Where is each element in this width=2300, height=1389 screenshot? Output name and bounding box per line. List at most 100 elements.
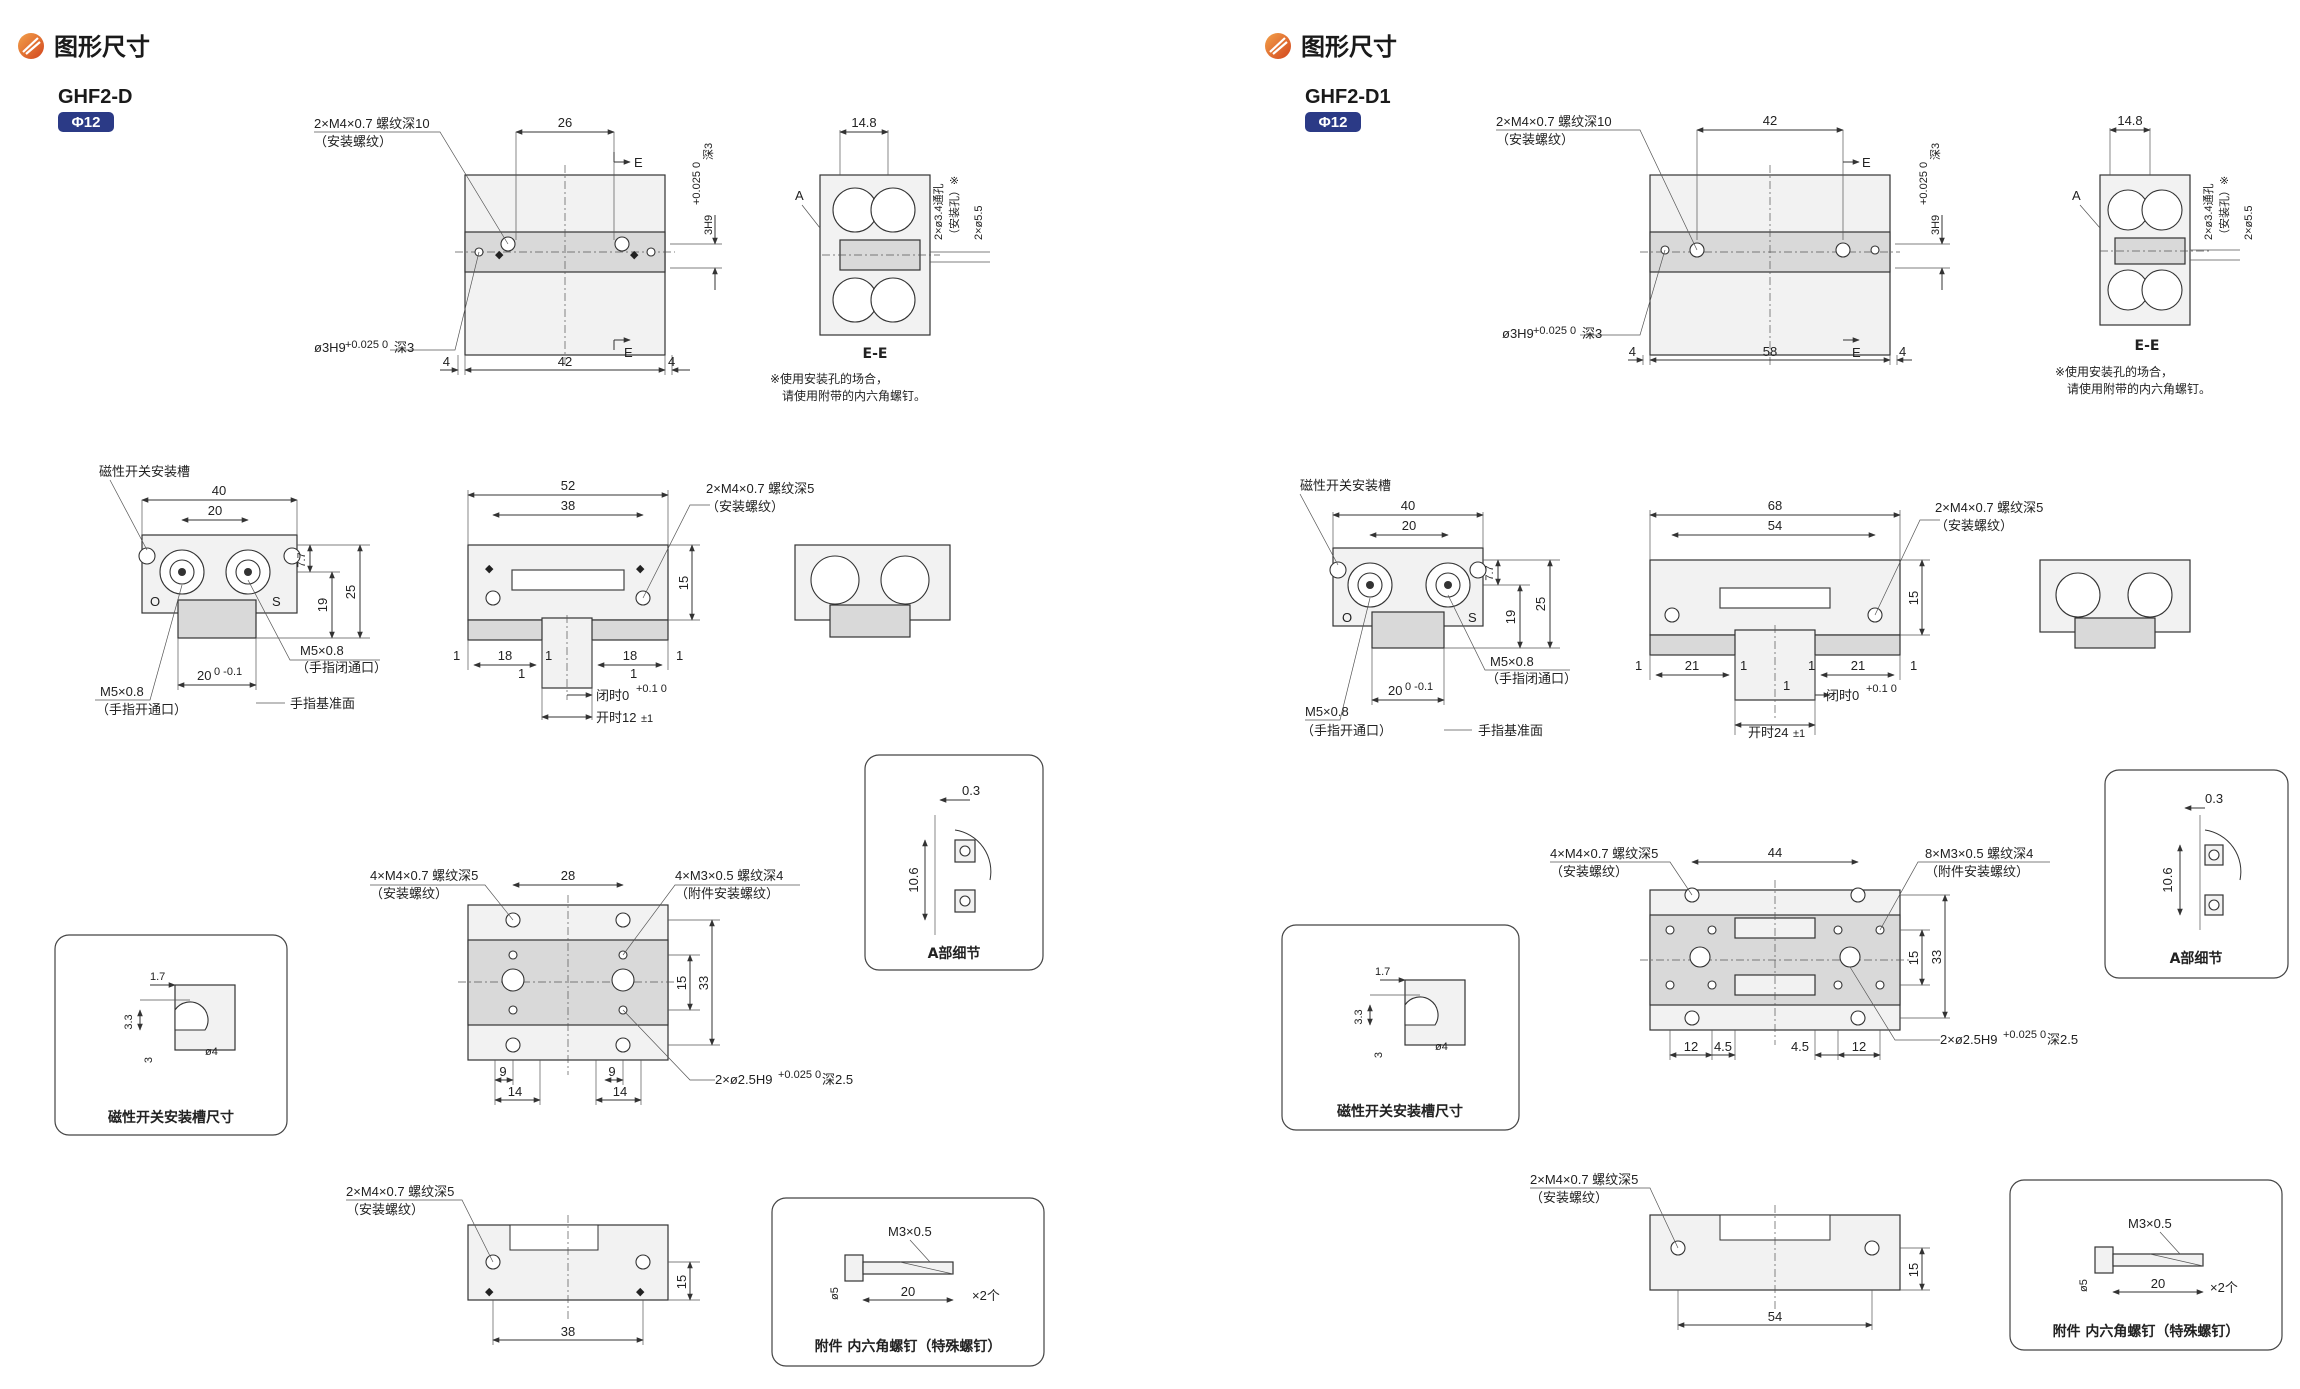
side-callout: 2×M4×0.7 螺纹深5 [346, 1184, 454, 1199]
side-view: 2×M4×0.7 螺纹深5 （安装螺纹） 15 54 [1530, 1172, 1930, 1330]
port-open: M5×0.8 [100, 684, 144, 699]
bottom-pin: 2×ø2.5H9 [1940, 1032, 1997, 1047]
front-dim-1d: 1 [1783, 678, 1790, 693]
slot-dim-17: 1.7 [150, 971, 165, 983]
ee-hole-callout-sub: （安装孔）※ [947, 176, 961, 240]
front-open: 开时12 [596, 710, 636, 725]
slot-detail-box: 1.7 3.3 3 ø4 磁性开关安装槽尺寸 [1281, 924, 1520, 1131]
end-dim-20: 20 [1402, 518, 1416, 533]
front-dim-1c: 1 [1910, 658, 1917, 673]
front-dim-18b: 18 [623, 648, 637, 663]
hole-tol: +0.025 0 [1918, 162, 1930, 205]
top-view: ◆◆ 26 2×M4×0.7 螺纹深10 （安装螺纹） E E 3H9 +0.0… [314, 115, 722, 375]
svg-text:◆: ◆ [630, 249, 639, 261]
pin-hole-tol: +0.025 0 [1533, 325, 1576, 337]
ee-point-a: A [795, 188, 804, 203]
end-dim-bottom-tol: 0 -0.1 [214, 666, 242, 678]
ee-point-a: A [2072, 188, 2081, 203]
detail-a-box: 10.6 0.3 A部细节 [864, 754, 1044, 971]
dim-right: 4 [1899, 344, 1906, 359]
hole-tol: +0.025 0 [691, 162, 703, 205]
front-dim-overall: 68 [1768, 498, 1782, 513]
front-callout-sub: （安装螺纹） [706, 499, 784, 514]
slot-detail-caption: 磁性开关安装槽尺寸 [108, 1109, 234, 1126]
bottom-pin-tol: +0.025 0 [778, 1069, 821, 1081]
slot-detail-caption: 磁性开关安装槽尺寸 [1337, 1103, 1463, 1120]
acc-qty: ×2个 [972, 1288, 1000, 1303]
hole-depth: 深3 [702, 143, 715, 160]
end-view: O S 磁性开关安装槽 40 20 7.7 19 25 M5×0.8 （手指闭通… [1299, 478, 1577, 738]
side-callout-sub: （安装螺纹） [346, 1202, 424, 1217]
end-dim-19: 19 [1503, 610, 1518, 624]
front-dim-overall: 52 [561, 478, 575, 493]
end-dim-bottom-tol: 0 -0.1 [1405, 681, 1433, 693]
port-o: O [1342, 610, 1352, 625]
bottom-pin-depth: 深2.5 [822, 1072, 853, 1087]
side-dim-15: 15 [674, 1275, 689, 1289]
top-view: 42 2×M4×0.7 螺纹深10 （安装螺纹） E E 3H9 +0.025 … [1496, 113, 1950, 365]
detail-a-box: 10.6 0.3 A部细节 [2104, 769, 2289, 979]
bottom-dim-45b: 4.5 [1791, 1039, 1809, 1054]
front-dim-height: 15 [676, 576, 691, 590]
section-title: 图形尺寸 [1301, 33, 1397, 61]
bottom-pin: 2×ø2.5H9 [715, 1072, 772, 1087]
side-dim-54: 54 [1768, 1309, 1782, 1324]
front-callout: 2×M4×0.7 螺纹深5 [706, 481, 814, 496]
side-callout: 2×M4×0.7 螺纹深5 [1530, 1172, 1638, 1187]
callout-thread-sub: （安装螺纹） [314, 134, 392, 149]
front-closed: 闭时0 [596, 688, 629, 703]
ee-note-1: ※使用安装孔的场合， [770, 371, 888, 386]
svg-text:◆: ◆ [495, 249, 504, 261]
slot-label: 磁性开关安装槽 [99, 464, 190, 479]
end-dim-77: 7.7 [296, 552, 308, 567]
bottom-callout-r-sub: （附件安装螺纹） [675, 886, 779, 901]
dim-left: 4 [443, 354, 450, 369]
ee-note-1: ※使用安装孔的场合， [2055, 364, 2173, 379]
bottom-pin-tol: +0.025 0 [2003, 1029, 2046, 1041]
front-closed-tol: +0.1 0 [636, 683, 667, 695]
pin-hole: ø3H9 [314, 340, 346, 355]
front-dim-21b: 21 [1851, 658, 1865, 673]
pin-hole-depth: 深3 [1582, 326, 1602, 341]
section-logo-icon [18, 33, 44, 59]
front-dim-1b: 1 [1740, 658, 1747, 673]
section-title: 图形尺寸 [54, 33, 150, 61]
pin-hole: ø3H9 [1502, 326, 1534, 341]
detail-a-dim-03: 0.3 [2205, 791, 2223, 806]
side-dim-15: 15 [1906, 1263, 1921, 1277]
front-open-tol: ±1 [641, 713, 653, 725]
hole-fit: 3H9 [1930, 215, 1942, 235]
ee-note-2: 请使用附带的内六角螺钉。 [2067, 381, 2211, 396]
front-dim-1d: 1 [518, 666, 525, 681]
front-view: ◆◆ 52 38 2×M4×0.7 螺纹深5 （安装螺纹） 15 1 18 1 … [453, 478, 814, 725]
port-close: M5×0.8 [300, 643, 344, 658]
front-dim-inner: 54 [1768, 518, 1782, 533]
section-mark-bottom: E [1852, 345, 1861, 360]
port-s: S [272, 594, 281, 609]
bottom-dim-45a: 4.5 [1714, 1039, 1732, 1054]
bottom-callout-l-sub: （安装螺纹） [1550, 864, 1628, 879]
bottom-callout-r-sub: （附件安装螺纹） [1925, 864, 2029, 879]
acc-len: 20 [2151, 1276, 2165, 1291]
section-mark-top: E [634, 155, 643, 170]
dim-mid: 42 [558, 354, 572, 369]
port-open-sub: （手指开通口） [96, 702, 187, 717]
ee-hole-callout-sub: （安装孔）※ [2217, 176, 2231, 240]
bore-badge-label: Φ12 [72, 114, 101, 131]
section-logo-icon [1265, 33, 1291, 59]
ee-label: E-E [2135, 338, 2160, 354]
front-view: 68 54 2×M4×0.7 螺纹深5 （安装螺纹） 15 1 21 1 21 … [1635, 498, 2043, 740]
bottom-dim-9b: 9 [608, 1064, 615, 1079]
bottom-callout-l: 4×M4×0.7 螺纹深5 [370, 868, 478, 883]
detail-a-caption: A部细节 [928, 945, 981, 962]
front-dim-18a: 18 [498, 648, 512, 663]
front-closed: 闭时0 [1826, 688, 1859, 703]
front-dim-21a: 21 [1685, 658, 1699, 673]
side-view: ◆◆ 2×M4×0.7 螺纹深5 （安装螺纹） 15 38 [346, 1184, 700, 1345]
callout-thread: 2×M4×0.7 螺纹深10 [314, 116, 430, 131]
ee-label: E-E [863, 346, 888, 362]
bottom-dim-33: 33 [696, 976, 711, 990]
bottom-callout-r: 4×M3×0.5 螺纹深4 [675, 868, 783, 883]
ref-face: 手指基准面 [290, 696, 355, 711]
